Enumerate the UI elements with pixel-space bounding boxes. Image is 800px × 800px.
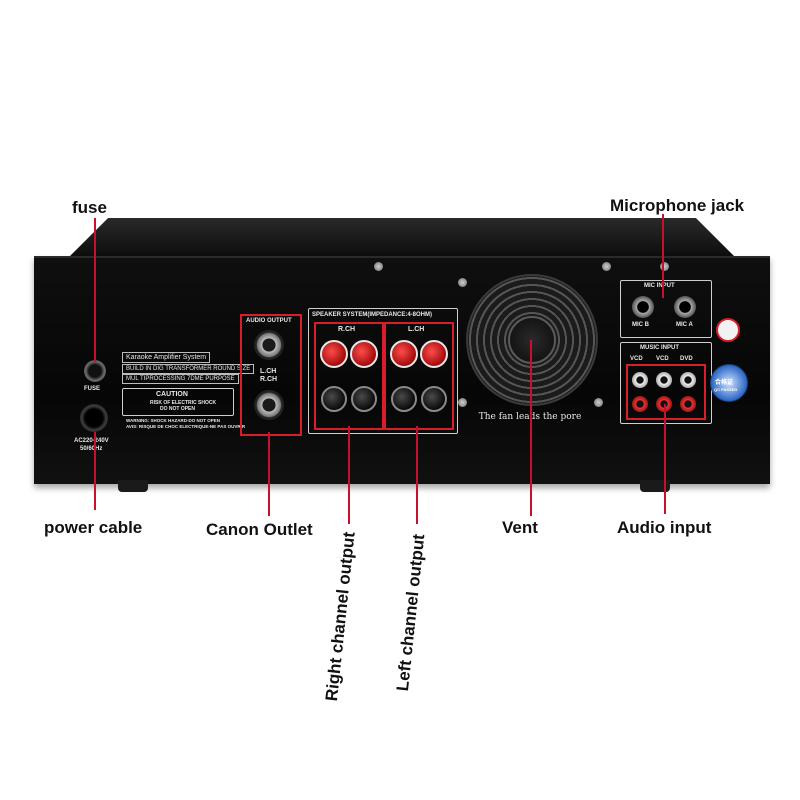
- rubber-foot: [640, 480, 670, 492]
- speakon-connector-rch[interactable]: [254, 390, 284, 420]
- power-label-voltage: AC220-240V: [74, 438, 109, 444]
- badge-subtext: QC PASSED: [714, 387, 738, 392]
- rca-red-jack[interactable]: [632, 396, 648, 412]
- rca-white-jack[interactable]: [656, 372, 672, 388]
- rubber-foot: [118, 480, 148, 492]
- screw-icon: [660, 262, 669, 271]
- screw-icon: [602, 262, 611, 271]
- warning-line-2: AVIS: RISQUE DE CHOC ELECTRIQUE-NE PAS O…: [126, 424, 246, 429]
- qc-passed-badge: 合格证 QC PASSED: [710, 364, 748, 402]
- canon-outlet-callout-line: [268, 432, 270, 516]
- speaker-system-title: SPEAKER SYSTEM(IMPEDANCE:4-8OHM): [312, 312, 433, 318]
- left-positive-terminal[interactable]: [390, 340, 418, 368]
- audio-output-title: AUDIO OUTPUT: [246, 318, 292, 324]
- screw-icon: [374, 262, 383, 271]
- left-negative-terminal[interactable]: [421, 386, 447, 412]
- speaker-system-panel: [308, 308, 458, 434]
- left-channel-highlight: [384, 322, 454, 430]
- mic-b-jack[interactable]: [632, 296, 654, 318]
- system-line-2: MUL TIPROCESSING 7DME PURPOSE: [122, 374, 239, 384]
- power-cable-callout-line: [94, 432, 96, 510]
- chassis-lid: [68, 218, 736, 258]
- rca-white-jack[interactable]: [680, 372, 696, 388]
- caution-box: [122, 388, 234, 416]
- left-negative-terminal[interactable]: [391, 386, 417, 412]
- screw-icon: [458, 278, 467, 287]
- left-channel-output-callout: Left channel output: [393, 533, 429, 692]
- caution-title: CAUTION: [156, 391, 188, 398]
- right-channel-callout-line: [348, 426, 350, 524]
- fuse-holder[interactable]: [84, 360, 106, 382]
- screw-icon: [458, 398, 467, 407]
- vcd-label-2: VCD: [656, 356, 669, 362]
- warning-line-1: WARNING: SHOCK HAZARD-DO NOT OPEN: [126, 418, 220, 423]
- microphone-jack-callout: Microphone jack: [610, 196, 745, 215]
- left-positive-terminal[interactable]: [420, 340, 448, 368]
- dvd-label: DVD: [680, 356, 693, 362]
- fan-hub: [508, 316, 556, 364]
- audio-input-callout-line: [664, 404, 666, 514]
- mic-a-label: MIC A: [676, 322, 693, 328]
- right-channel-output-callout: Right channel output: [322, 530, 359, 702]
- system-title-plate: Karaoke Amplifier System: [122, 352, 211, 363]
- left-channel-callout-line: [416, 426, 418, 524]
- power-label-frequency: 50/60Hz: [80, 446, 103, 452]
- audio-input-highlight: [626, 364, 706, 420]
- ccc-logo: [716, 318, 740, 342]
- badge-text: 合格证: [715, 380, 734, 386]
- right-negative-terminal[interactable]: [321, 386, 347, 412]
- mic-a-jack[interactable]: [674, 296, 696, 318]
- speakon-rch-label: R.CH: [260, 376, 278, 383]
- mic-b-label: MIC B: [632, 322, 649, 328]
- power-cable-grommet: [80, 404, 108, 432]
- screw-icon: [594, 398, 603, 407]
- music-input-title: MUSIC INPUT: [640, 345, 679, 351]
- right-negative-terminal[interactable]: [351, 386, 377, 412]
- rch-label: R.CH: [338, 326, 356, 333]
- canon-outlet-highlight: [240, 314, 302, 436]
- power-cable-callout: power cable: [44, 518, 143, 537]
- rca-red-jack[interactable]: [680, 396, 696, 412]
- mic-input-title: MIC INPUT: [644, 283, 675, 289]
- audio-input-callout: Audio input: [617, 518, 712, 537]
- fuse-label: FUSE: [84, 386, 101, 392]
- speakon-lch-label: L.CH: [260, 368, 277, 375]
- vent-callout-line: [530, 340, 532, 516]
- right-channel-highlight: [314, 322, 384, 430]
- fuse-callout-line: [94, 218, 96, 362]
- rca-white-jack[interactable]: [632, 372, 648, 388]
- caution-line-1: RISK OF ELECTRIC SHOCK: [150, 400, 217, 406]
- right-positive-terminal[interactable]: [320, 340, 348, 368]
- lch-label: L.CH: [408, 326, 425, 333]
- caution-line-2: DO NOT OPEN: [160, 406, 196, 412]
- vent-callout: Vent: [502, 518, 538, 537]
- canon-outlet-callout: Canon Outlet: [206, 520, 313, 539]
- system-line-1: BUILD IN DIG TRANSFORMER ROUND SIZE: [122, 364, 255, 374]
- microphone-jack-callout-line: [662, 214, 664, 298]
- right-positive-terminal[interactable]: [350, 340, 378, 368]
- mic-input-panel: [620, 280, 712, 338]
- vcd-label-1: VCD: [630, 356, 643, 362]
- speakon-connector-lch[interactable]: [254, 330, 284, 360]
- fuse-callout: fuse: [72, 198, 107, 217]
